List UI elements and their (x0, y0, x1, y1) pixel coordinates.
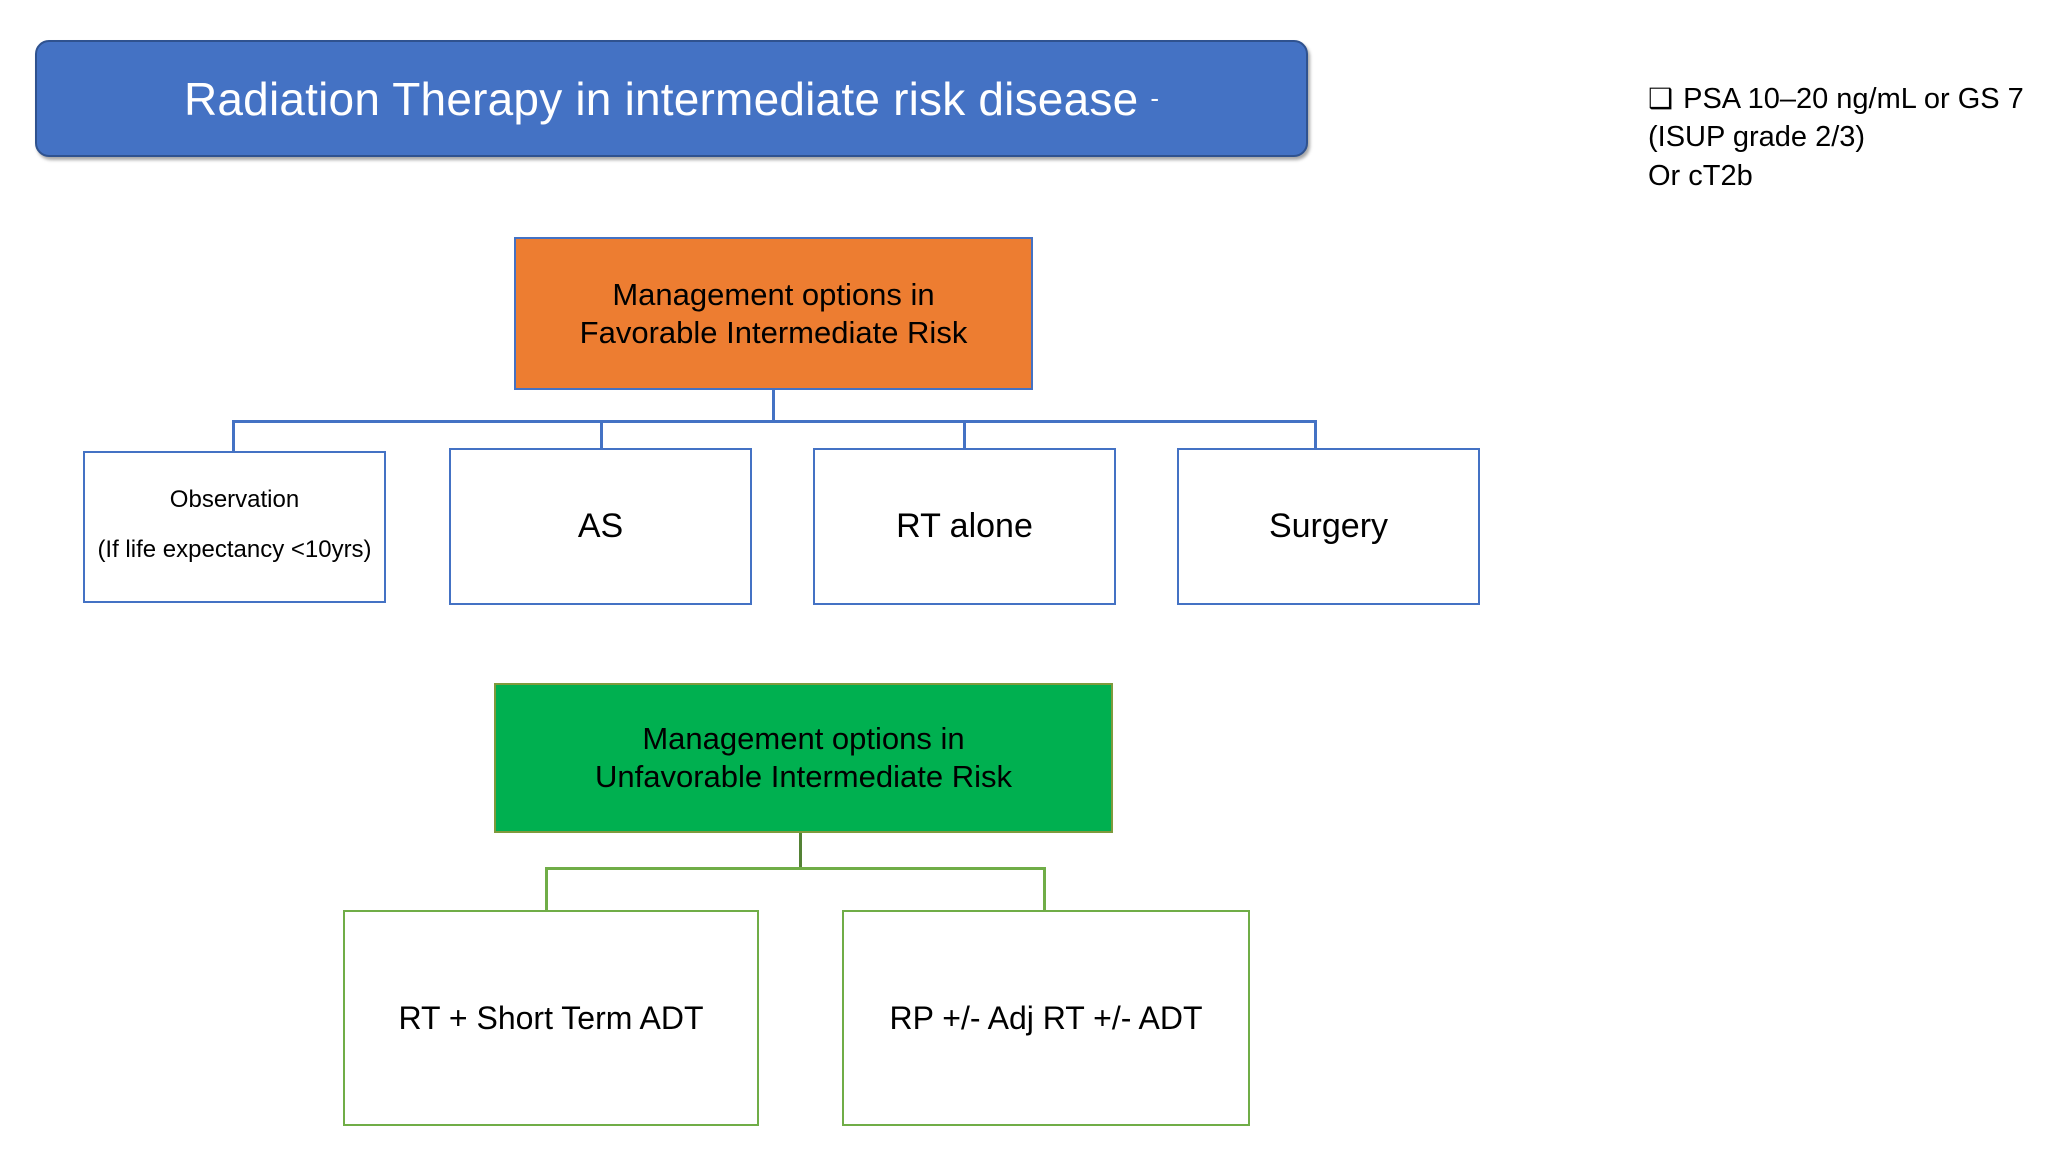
unfavorable-header-box: Management options in Unfavorable Interm… (494, 683, 1113, 833)
option-label-rt-alone: RT alone (896, 507, 1033, 545)
connector-unfavorable-stem (799, 833, 802, 867)
option-label-observation: Observation (169, 486, 300, 514)
criteria-note-block: ❑PSA 10–20 ng/mL or GS 7 (ISUP grade 2/3… (1648, 80, 2028, 195)
option-box-rt-short-term-adt[interactable]: RT + Short Term ADT (343, 910, 759, 1126)
option-box-rp-adj-rt-adt[interactable]: RP +/- Adj RT +/- ADT (842, 910, 1250, 1126)
criteria-note-line-1: ❑PSA 10–20 ng/mL or GS 7 (ISUP grade 2/3… (1648, 80, 2028, 157)
criteria-note-text-1: PSA 10–20 ng/mL or GS 7 (ISUP grade 2/3) (1648, 83, 2024, 154)
connector-favorable-drop-1 (232, 420, 235, 451)
checkbox-icon: ❑ (1648, 83, 1674, 114)
connector-unfavorable-drop-2 (1043, 867, 1046, 910)
criteria-note-line-2: Or cT2b (1648, 159, 1753, 192)
option-label-rp-adj-rt-adt: RP +/- Adj RT +/- ADT (889, 999, 1203, 1036)
option-label-surgery: Surgery (1268, 507, 1389, 545)
page-title-suffix: - (1150, 83, 1160, 113)
connector-favorable-drop-3 (963, 420, 966, 451)
favorable-header-line-1: Management options in (612, 276, 935, 312)
unfavorable-header-line-2: Unfavorable Intermediate Risk (595, 759, 1012, 794)
connector-unfavorable-bar (545, 867, 1046, 870)
option-label-as: AS (577, 507, 624, 545)
page-title: Radiation Therapy in intermediate risk d… (183, 72, 1139, 125)
connector-favorable-stem (772, 390, 775, 420)
favorable-header-box: Management options in Favorable Intermed… (514, 237, 1033, 390)
connector-unfavorable-drop-1 (545, 867, 548, 910)
connector-favorable-bar (232, 420, 1317, 423)
option-box-as[interactable]: AS (449, 448, 752, 605)
option-box-observation[interactable]: Observation (If life expectancy <10yrs) (83, 451, 386, 603)
option-sublabel-observation: (If life expectancy <10yrs) (97, 536, 372, 564)
option-box-surgery[interactable]: Surgery (1177, 448, 1480, 605)
slide-title-banner: Radiation Therapy in intermediate risk d… (35, 40, 1308, 157)
connector-favorable-drop-4 (1314, 420, 1317, 451)
favorable-header-line-2: Favorable Intermediate Risk (579, 314, 968, 350)
option-box-rt-alone[interactable]: RT alone (813, 448, 1116, 605)
unfavorable-header-line-1: Management options in (642, 721, 965, 757)
connector-favorable-drop-2 (600, 420, 603, 451)
option-label-rt-short-term-adt: RT + Short Term ADT (398, 999, 704, 1036)
